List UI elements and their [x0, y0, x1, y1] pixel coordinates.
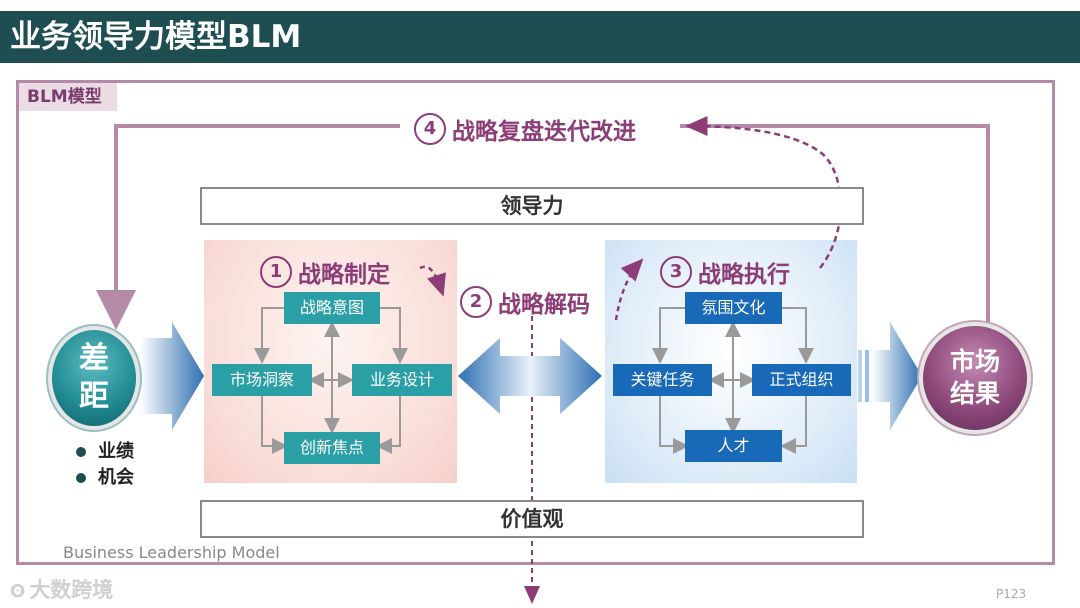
step-number-badge: 1 — [260, 256, 292, 288]
leadership-bar: 领导力 — [200, 187, 864, 225]
model-tag: BLM模型 — [19, 83, 117, 111]
node-market-insight: 市场洞察 — [212, 364, 312, 396]
formulation-to-decoding-arrow — [419, 265, 446, 297]
node-innovation-focus: 创新焦点 — [284, 432, 380, 464]
list-item: 业绩 — [76, 439, 134, 465]
feedback-loop-line — [680, 124, 990, 330]
model-caption: Business Leadership Model — [63, 543, 280, 562]
step-number-badge: 2 — [460, 286, 492, 318]
step-number-badge: 4 — [414, 113, 446, 145]
execution-connectors — [652, 307, 814, 454]
decoding-double-arrow — [458, 338, 602, 414]
decoding-to-execution-arrow — [614, 258, 644, 321]
node-culture: 氛围文化 — [685, 292, 782, 324]
formulation-connectors — [254, 307, 408, 454]
header-bar — [0, 11, 1080, 63]
node-key-tasks: 关键任务 — [613, 364, 712, 396]
feedback-loop-line-left — [96, 124, 400, 330]
node-talent: 人才 — [685, 430, 782, 462]
page-title: 业务领导力模型BLM — [10, 19, 302, 55]
result-arrow — [858, 322, 922, 430]
list-item: 机会 — [76, 465, 134, 491]
values-bar: 价值观 — [200, 500, 864, 538]
node-formal-organization: 正式组织 — [752, 364, 851, 396]
watermark-logo-icon: ʘ — [10, 581, 26, 602]
gap-bullets: 业绩 机会 — [76, 439, 134, 491]
gap-circle: 差 距 — [52, 330, 136, 426]
step-number-badge: 3 — [660, 256, 692, 288]
review-dashed-arrow — [685, 116, 842, 269]
node-business-design: 业务设计 — [352, 364, 452, 396]
gap-arrow — [140, 322, 204, 430]
model-frame — [16, 80, 1055, 565]
page-number: P123 — [996, 587, 1027, 601]
node-strategic-intent: 战略意图 — [284, 292, 380, 324]
market-result-circle: 市场 结果 — [923, 326, 1027, 430]
